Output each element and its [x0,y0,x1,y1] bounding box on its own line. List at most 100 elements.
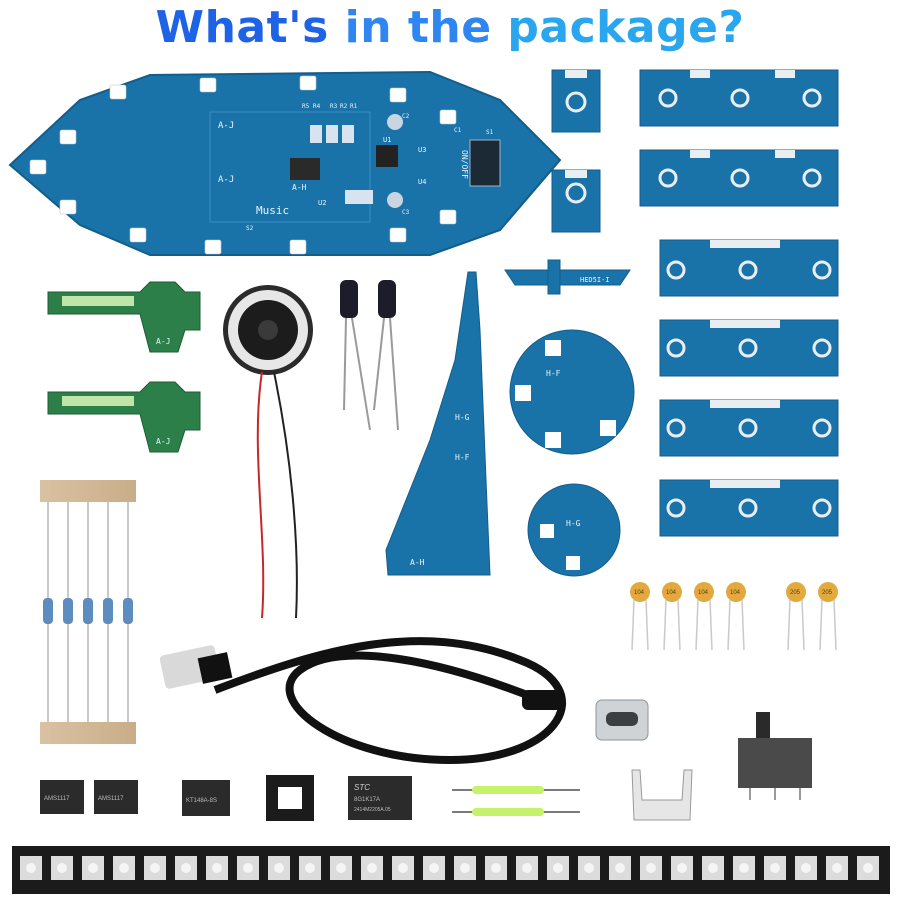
main-board-ref-u2: U2 [318,199,326,207]
led-lens [832,863,842,873]
led-lens [553,863,563,873]
led-lens [708,863,718,873]
led-lens [274,863,284,873]
ceramic-cap-3-code: 104 [698,590,709,596]
stc-part: 8G1K17A [354,797,380,803]
tower-pcb: H-G H-F A-H [385,271,491,576]
onoff-label: ON/OFF [460,150,469,179]
title-word-1: What's [155,2,329,53]
aj-board-2-label: A-J [156,437,170,446]
main-board-ref-aj-1: A-J [218,121,234,131]
stc-brand: STC [354,783,370,792]
small-square-pcb-2 [551,169,601,233]
long-pcb-1 [639,69,839,127]
led-lens [57,863,67,873]
speaker [223,285,313,619]
usb-cable [159,637,567,765]
regulator-2-label: AMS1117 [98,796,124,802]
sound-chip-kt148a: KT148A-8S [182,780,230,816]
long-pcb-6 [659,479,839,537]
long-pcb-5 [659,399,839,457]
led-lens [429,863,439,873]
round-small-label: H-G [566,519,581,528]
led-lens [677,863,687,873]
tower-label-hf: H-F [455,453,470,462]
led-lens [398,863,408,873]
page-title: What's in the package? [0,2,900,53]
main-board-ref-r3: R3 [330,103,338,110]
regulator-chip-1: AMS1117 [40,780,84,814]
long-pcb-3 [659,239,839,297]
music-label: Music [256,204,289,217]
stc-code: 2414M2205A.05 [354,807,391,813]
usb-c-port [595,699,649,741]
small-square-pcb-1 [551,69,601,133]
tower-label-ah: A-H [410,558,425,567]
title-word-3: package? [507,2,745,53]
led-lens [243,863,253,873]
led-lens [367,863,377,873]
led-lens [181,863,191,873]
led-lens [522,863,532,873]
led-lens [770,863,780,873]
led-lens [26,863,36,873]
led-lens [801,863,811,873]
main-board-ref-c1: C1 [454,127,462,134]
kt148a-label: KT148A-8S [186,798,217,804]
mcu-chip-stc: STC 8G1K17A 2414M2205A.05 [348,776,412,820]
led-lens [212,863,222,873]
aj-board-1-label: A-J [156,337,170,346]
main-board-ref-aj-2: A-J [218,175,234,185]
long-pcb-4 [659,319,839,377]
led-lens [119,863,129,873]
electrolytic-capacitors [340,280,399,431]
round-pcb-small: H-G [527,483,621,577]
led-lens [584,863,594,873]
green-aj-board-2: A-J [47,381,201,453]
tower-label-hg: H-G [455,413,470,422]
led-lens [88,863,98,873]
resistor-strip [40,480,136,744]
led-lens [305,863,315,873]
led-lens [739,863,749,873]
slide-switch [738,712,812,800]
round-pcb-large: H-F [509,329,635,455]
filament-leds [452,786,580,816]
ceramic-cap-4-code: 104 [730,590,741,596]
ceramic-cap-2-code: 104 [666,590,677,596]
strip-pcb-hi: HED5I-I [504,259,631,295]
main-board-ref-s1: S1 [486,129,494,136]
led-lens [646,863,656,873]
led-lens [150,863,160,873]
main-board-ref-c2: C2 [402,113,410,120]
main-board-ref-r2: R2 [340,103,348,110]
regulator-1-label: AMS1117 [44,796,70,802]
main-board-ref-r4: R4 [313,103,321,110]
led-lens [615,863,625,873]
title-word-2: in the [344,2,492,53]
main-board-ref-s2: S2 [246,225,254,232]
main-board-ref-u4: U4 [418,178,426,186]
main-board-ref-c3: C3 [402,209,410,216]
ceramic-cap-1-code: 104 [634,590,645,596]
green-aj-board-1: A-J [47,281,201,353]
regulator-chip-2: AMS1117 [94,780,138,814]
smd-led-tape [12,846,890,894]
main-board-ref-u3: U3 [418,146,426,154]
round-large-label: H-F [546,369,561,378]
strip-label-hi: HED5I-I [580,276,610,284]
main-board-ref-u1: U1 [383,136,391,144]
led-lens [336,863,346,873]
ceramic-cap-5-code: 205 [790,590,801,596]
main-board-ref-r5: R5 [302,103,310,110]
led-lens [863,863,873,873]
led-lens [460,863,470,873]
ceramic-cap-6-code: 205 [822,590,833,596]
ceramic-capacitors: 104 104 104 104 205 205 [630,582,838,651]
main-board-ref-ah: A-H [292,183,307,192]
long-pcb-2 [639,149,839,207]
main-board-ref-r1: R1 [350,103,358,110]
main-pcb-board: A-J A-J A-H U1 U2 U3 U4 R5 R4 R3 R2 R1 C… [8,70,562,256]
led-lens [491,863,501,873]
